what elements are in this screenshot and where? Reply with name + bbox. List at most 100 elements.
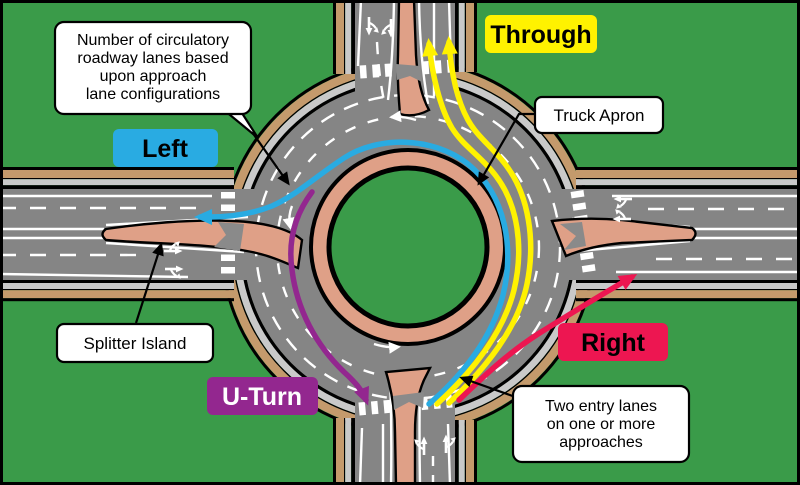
road-edge bbox=[0, 185, 234, 189]
east-splitter-island bbox=[550, 217, 697, 258]
gray-stripe bbox=[0, 283, 234, 289]
callout-text: Splitter Island bbox=[84, 334, 187, 353]
edge-stripe bbox=[474, 420, 477, 485]
badge-label: Left bbox=[142, 135, 189, 163]
north-island-cut bbox=[396, 64, 422, 82]
badge-uturn: U-Turn bbox=[207, 377, 318, 415]
callout-splitter-island: Splitter Island bbox=[55, 322, 215, 364]
stripe-sep bbox=[0, 289, 234, 291]
through-movement-arrow-outer bbox=[441, 36, 534, 406]
callout-two-entry-lanes: Two entry lanes on one or more approache… bbox=[511, 384, 691, 464]
callout-line: Two entry lanes bbox=[545, 398, 657, 415]
callout-box bbox=[55, 322, 215, 364]
gray-stripe bbox=[0, 179, 234, 186]
road-edge bbox=[455, 0, 459, 72]
badge-label: Through bbox=[490, 21, 591, 49]
movement-arrows bbox=[194, 36, 638, 407]
east-island-cut bbox=[560, 222, 586, 250]
badge-right: Right bbox=[558, 323, 668, 361]
truck-apron-callout-line bbox=[477, 112, 535, 186]
edge-line bbox=[358, 427, 364, 485]
stripe-sep bbox=[344, 418, 346, 485]
tan-stripe bbox=[0, 170, 234, 178]
callout-box bbox=[511, 384, 691, 464]
west-island-cut bbox=[214, 222, 244, 251]
circulate-arrow-top bbox=[389, 110, 417, 123]
road-edge bbox=[576, 280, 800, 283]
stripe-sep bbox=[464, 420, 466, 485]
road-edge bbox=[0, 280, 234, 283]
badge-left: Left bbox=[113, 129, 218, 167]
road-edge bbox=[351, 418, 355, 485]
stripe-sep bbox=[344, 0, 346, 74]
tan-stripe bbox=[576, 170, 800, 178]
badge-box bbox=[485, 15, 597, 53]
island-flank-line bbox=[105, 241, 245, 254]
callout-box bbox=[533, 95, 665, 135]
callout-box bbox=[53, 20, 253, 116]
tan-stripe bbox=[576, 290, 800, 299]
callout-truck-apron: Truck Apron bbox=[533, 95, 665, 135]
stripe-sep bbox=[464, 0, 466, 72]
central-island-group bbox=[309, 148, 507, 346]
badge-box bbox=[558, 323, 668, 361]
through-movement-arrow-inner bbox=[422, 38, 522, 407]
tan-stripe bbox=[336, 0, 344, 74]
splitter-callout-line bbox=[134, 242, 164, 324]
east-leg bbox=[520, 167, 800, 302]
circulate-arrow-bottom bbox=[373, 341, 401, 354]
edge-line bbox=[0, 272, 189, 279]
callout-line: roadway lanes based bbox=[77, 50, 228, 67]
callout-line: on one or more bbox=[547, 416, 656, 433]
edge-stripe bbox=[0, 298, 234, 302]
movement-badges: Left Through Right U-Turn bbox=[113, 15, 668, 415]
edge-stripe bbox=[333, 418, 336, 485]
circulatory-callout-line bbox=[251, 131, 290, 186]
edge-stripe bbox=[576, 298, 800, 302]
edge-line bbox=[356, 0, 363, 67]
badge-box bbox=[113, 129, 218, 167]
tan-stripe bbox=[0, 290, 234, 299]
south-island-cut bbox=[393, 392, 424, 410]
island-flank-line bbox=[417, 0, 430, 105]
circulate-arrow-west bbox=[282, 205, 295, 230]
badge-label: U-Turn bbox=[222, 383, 302, 411]
callout-line: Number of circulatory bbox=[77, 32, 229, 49]
callout-line: approaches bbox=[559, 434, 643, 451]
north-crosswalk bbox=[359, 59, 453, 79]
callout-text: Truck Apron bbox=[553, 106, 644, 125]
edge-line bbox=[446, 423, 452, 485]
gray-stripe bbox=[576, 179, 800, 186]
badge-box bbox=[207, 377, 318, 415]
edge-stripe bbox=[0, 167, 234, 170]
central-island bbox=[326, 165, 490, 329]
badge-label: Right bbox=[581, 329, 646, 357]
stripe-sep bbox=[0, 178, 234, 180]
splitter-islands bbox=[101, 0, 697, 485]
road-edge bbox=[455, 420, 459, 485]
road-edge bbox=[576, 185, 800, 189]
stripe-sep bbox=[576, 178, 800, 180]
gray-stripe bbox=[458, 0, 465, 72]
right-movement-arrow bbox=[456, 274, 638, 403]
tan-stripe bbox=[466, 0, 474, 72]
tan-stripe bbox=[466, 420, 474, 485]
lane-dash bbox=[375, 41, 387, 106]
gray-stripe bbox=[458, 420, 465, 485]
gray-stripe bbox=[576, 283, 800, 289]
uturn-movement-arrow bbox=[288, 189, 369, 406]
left-movement-arrow bbox=[194, 139, 511, 407]
island-cut-throughs bbox=[214, 64, 586, 410]
tan-stripe bbox=[336, 418, 344, 485]
callout-circulatory-lanes: Number of circulatory roadway lanes base… bbox=[53, 20, 253, 116]
badge-through: Through bbox=[485, 15, 597, 53]
gray-stripe bbox=[345, 418, 352, 485]
two-entry-callout-line bbox=[459, 375, 522, 401]
callout-line: upon approach bbox=[100, 68, 207, 85]
edge-stripe bbox=[474, 0, 477, 72]
edge-stripe bbox=[576, 167, 800, 170]
edge-stripe bbox=[333, 0, 336, 74]
circulating-direction-arrows bbox=[282, 110, 417, 354]
